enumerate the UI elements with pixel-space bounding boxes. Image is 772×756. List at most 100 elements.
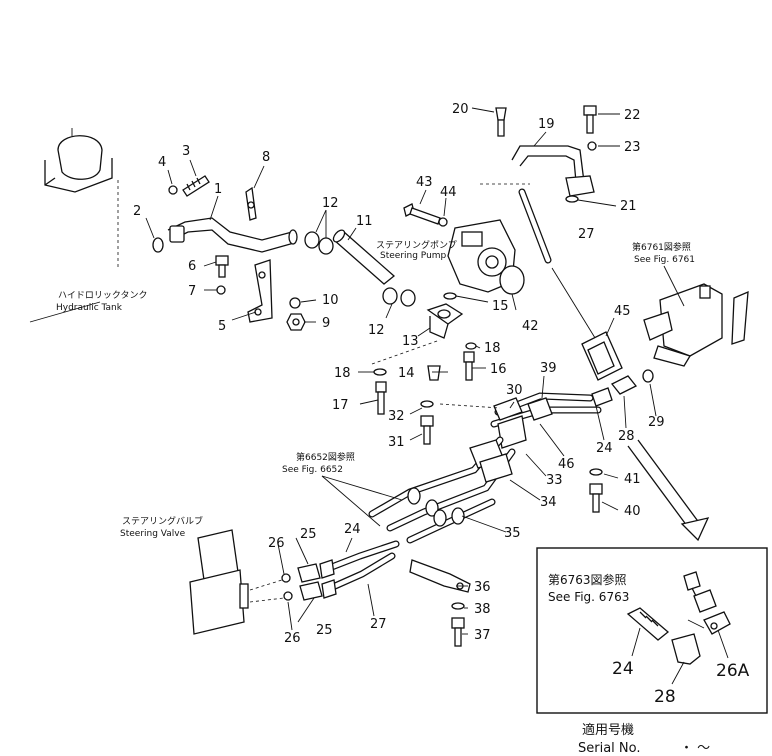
- inset-fitting: [703, 611, 731, 635]
- hydraulic-tank: [44, 128, 113, 193]
- bolt: [182, 175, 210, 197]
- bracket: [247, 259, 273, 323]
- callout-31: 31: [388, 435, 405, 450]
- pump-o-ring: [499, 265, 525, 295]
- callout-25-top: 25: [300, 527, 317, 542]
- serial-label-jp: 適用号機: [582, 722, 634, 738]
- callout-43: 43: [416, 175, 433, 190]
- steering-valve-label-en: Steering Valve: [120, 529, 186, 539]
- callout-11: 11: [356, 214, 373, 229]
- bolt: [451, 617, 465, 647]
- washer: [289, 297, 301, 309]
- callout-3: 3: [182, 144, 190, 159]
- callout-24-right: 24: [596, 441, 613, 456]
- callout-numbers: 1 2 3 4 5 6 7 8 9 10 11 12 12 13 14 15 1…: [133, 102, 665, 646]
- elbow-connection-line: [371, 339, 441, 365]
- clamp-plate: [493, 397, 553, 449]
- clamp-bracket: [409, 559, 471, 593]
- callout-5: 5: [218, 319, 226, 334]
- pipe-fitting: [495, 107, 507, 137]
- bolt: [589, 483, 603, 513]
- hose-fitting: [591, 387, 613, 407]
- callout-12-bottom: 12: [368, 323, 385, 338]
- callout-32: 32: [388, 409, 405, 424]
- o-ring: [451, 602, 465, 610]
- callout-45: 45: [614, 304, 631, 319]
- callout-16: 16: [490, 362, 507, 377]
- serial-range: ・ ～: [680, 741, 710, 756]
- callout-1: 1: [214, 182, 222, 197]
- o-ring: [281, 573, 291, 583]
- hydraulic-tank-label-jp: ハイドロリックタンク: [58, 290, 147, 301]
- callout-22: 22: [624, 108, 641, 123]
- o-ring: [152, 237, 164, 253]
- ref-6761-label-jp: 第6761図参照: [632, 241, 691, 253]
- callout-19: 19: [538, 117, 555, 132]
- callout-41: 41: [624, 472, 641, 487]
- callout-24-left: 24: [344, 522, 361, 537]
- callout-25-bottom: 25: [316, 623, 333, 638]
- o-ring: [283, 591, 293, 601]
- hose-fitting: [610, 375, 638, 395]
- steering-pump-label-jp: ステアリングポンプ: [376, 239, 457, 251]
- washer: [587, 141, 597, 151]
- inset-callout-28: 28: [654, 687, 676, 707]
- callout-26-bottom: 26: [284, 631, 301, 646]
- hose-clip: [245, 186, 257, 221]
- callout-9: 9: [322, 316, 330, 331]
- callout-8: 8: [262, 150, 270, 165]
- clamp: [407, 487, 465, 527]
- inset-elbow: [671, 633, 701, 665]
- inset-box: [536, 547, 768, 714]
- tank-leader: [29, 301, 101, 323]
- callout-27-top: 27: [578, 227, 595, 242]
- callout-7: 7: [188, 284, 196, 299]
- o-ring: [565, 195, 579, 203]
- callout-29: 29: [648, 415, 665, 430]
- callout-28: 28: [618, 429, 635, 444]
- bolt: [420, 415, 434, 445]
- delivery-pipe: [511, 145, 595, 197]
- plug: [427, 365, 441, 381]
- callout-42: 42: [522, 319, 539, 334]
- callout-21: 21: [620, 199, 637, 214]
- connector: [297, 563, 323, 601]
- callout-36: 36: [474, 580, 491, 595]
- callout-35: 35: [504, 526, 521, 541]
- callout-37: 37: [474, 628, 491, 643]
- inset-callout-24: 24: [612, 659, 634, 679]
- callout-15: 15: [492, 299, 509, 314]
- callout-38: 38: [474, 602, 491, 617]
- fitting-block: [469, 439, 513, 483]
- suction-pipe: [167, 217, 298, 253]
- callout-30: 30: [506, 383, 523, 398]
- callout-10: 10: [322, 293, 339, 308]
- o-ring: [465, 342, 477, 350]
- callout-44: 44: [440, 185, 457, 200]
- callout-14: 14: [398, 366, 415, 381]
- callout-27-bottom: 27: [370, 617, 387, 632]
- steering-pump: [447, 219, 516, 293]
- o-ring: [443, 292, 457, 300]
- bolt: [463, 351, 475, 381]
- o-ring: [373, 368, 387, 376]
- hose-clamp: [382, 287, 416, 307]
- nut: [286, 313, 306, 331]
- callout-39: 39: [540, 361, 557, 376]
- callout-leaders: [145, 107, 657, 635]
- ref-6652-label-en: See Fig. 6652: [282, 465, 343, 475]
- callout-12-top: 12: [322, 196, 339, 211]
- callout-23: 23: [624, 140, 641, 155]
- callout-2: 2: [133, 204, 141, 219]
- hydraulic-tank-label-en: Hydraulic Tank: [56, 303, 123, 313]
- callout-17: 17: [332, 398, 349, 413]
- o-ring: [589, 468, 603, 476]
- callout-34: 34: [540, 495, 557, 510]
- o-ring: [642, 369, 654, 383]
- callout-33: 33: [546, 473, 563, 488]
- washer: [216, 285, 226, 295]
- inset-callout-26a: 26A: [716, 661, 750, 681]
- callout-20: 20: [452, 102, 469, 117]
- callout-4: 4: [158, 155, 166, 170]
